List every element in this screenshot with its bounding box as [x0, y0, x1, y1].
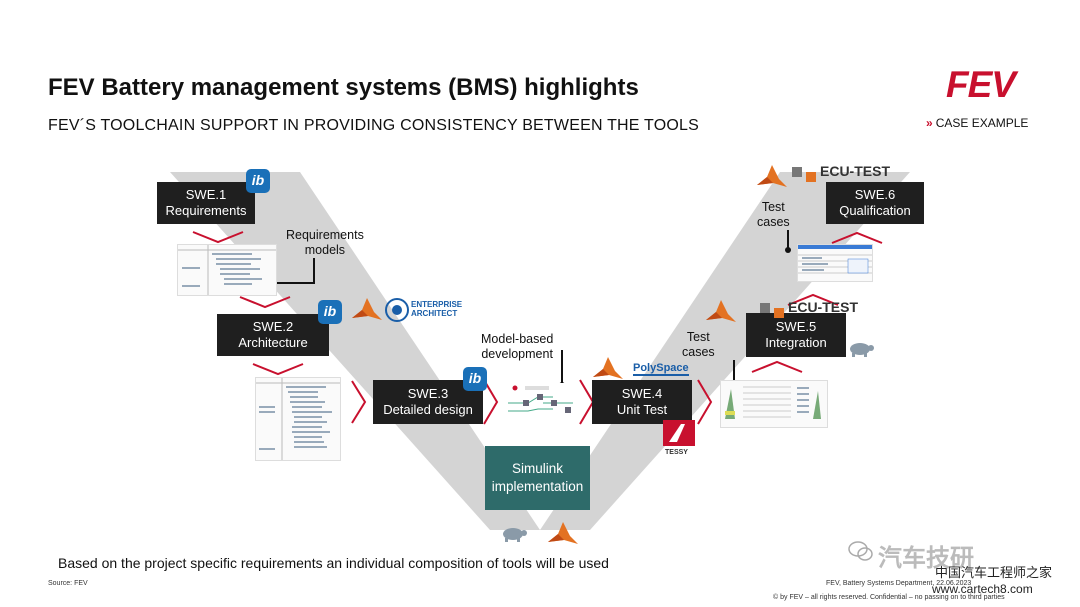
turtle-icon — [503, 528, 527, 542]
rights-notice: © by FEV – all rights reserved. Confiden… — [773, 594, 1005, 601]
ecu-test-squares-icon — [792, 167, 802, 177]
chevron-up-icon — [751, 360, 803, 373]
turtle-icon — [850, 343, 874, 357]
chevron-right-icon — [351, 380, 367, 424]
chevron-down-icon — [239, 296, 291, 309]
ib-icon: ib — [463, 367, 487, 391]
source-label: Source: FEV — [48, 580, 88, 587]
ecu-test-logo: ECU-TEST — [820, 163, 890, 179]
page-subtitle: FEV´S TOOLCHAIN SUPPORT IN PROVIDING CON… — [48, 117, 699, 134]
chevron-down-icon — [252, 363, 304, 376]
chevron-up-icon — [787, 293, 839, 306]
fev-logo: FEV — [946, 64, 1016, 105]
watermark-text: 汽车技研 — [878, 545, 974, 572]
unit-test-screenshot — [720, 380, 828, 428]
ib-icon: ib — [318, 300, 342, 324]
chevron-right-icon — [697, 379, 713, 425]
simulink-model-screenshot — [503, 383, 578, 423]
qualification-screenshot — [797, 244, 873, 282]
watermark-url: www.cartech8.com — [932, 582, 1033, 596]
chevron-up-icon — [831, 231, 883, 244]
ecu-test-squares-icon — [760, 303, 770, 313]
double-chevron-icon: » — [926, 116, 933, 130]
watermark-subtitle: 中国汽车工程师之家 — [935, 565, 1053, 580]
ecu-test-squares-icon — [774, 308, 784, 318]
footer-note: Based on the project specific requiremen… — [58, 555, 609, 571]
tessy-label: TESSY — [665, 449, 688, 456]
chevron-right-icon — [483, 379, 499, 425]
tessy-icon — [663, 420, 695, 446]
department-date: FEV, Battery Systems Department, 22.06.2… — [826, 580, 972, 587]
ib-icon: ib — [246, 169, 270, 193]
architecture-screenshot — [255, 377, 341, 461]
matlab-icon — [352, 298, 382, 320]
enterprise-architect-icon — [385, 298, 409, 322]
polyspace-logo: PolySpace — [633, 362, 689, 376]
wechat-icon — [848, 541, 873, 561]
ecu-test-squares-icon — [806, 172, 816, 182]
matlab-icon — [548, 522, 578, 544]
matlab-icon — [757, 165, 787, 187]
chevron-down-icon — [192, 231, 244, 244]
case-example-label: »CASE EXAMPLE — [926, 116, 1029, 130]
requirements-screenshot — [177, 244, 277, 296]
matlab-icon — [706, 300, 736, 322]
ecu-test-logo: ECU-TEST — [788, 299, 858, 315]
matlab-icon — [593, 357, 623, 379]
page-title: FEV Battery management systems (BMS) hig… — [48, 74, 639, 101]
